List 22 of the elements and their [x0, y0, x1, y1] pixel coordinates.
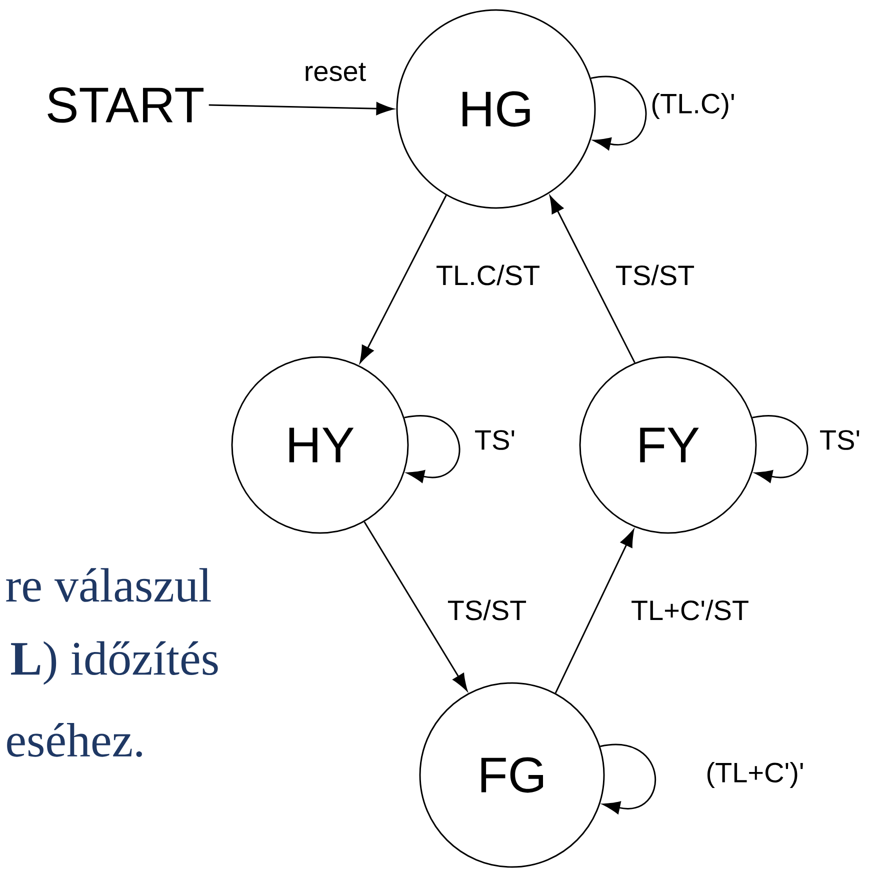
self-loop-arrow [600, 744, 656, 814]
arrow [554, 530, 634, 694]
edge-label: TS/ST [446, 598, 528, 622]
self-loop-arrow [590, 76, 646, 150]
edge-label: TL+C'/ST [630, 598, 750, 622]
edge-label: reset [302, 62, 368, 82]
edge-label: TS' [818, 429, 862, 451]
arrow [208, 102, 394, 116]
arrow [360, 195, 447, 364]
paragraph-line: eséhez. [7, 722, 142, 758]
self-loop-arrow [404, 415, 460, 483]
edge-label: (TL+C')' [704, 760, 806, 790]
arrow [550, 196, 636, 364]
edge-label: (TL.C)' [650, 92, 736, 120]
start-label: START [48, 87, 204, 123]
paragraph-line: L) időzítés [11, 641, 218, 685]
self-loop-arrow [752, 415, 808, 483]
edge-label: TS' [473, 429, 517, 451]
paragraph-line: re válaszul [6, 568, 211, 602]
edge-label: TL.C/ST [434, 264, 542, 286]
edge-label: TS/ST [614, 264, 696, 286]
arrow [364, 521, 468, 692]
